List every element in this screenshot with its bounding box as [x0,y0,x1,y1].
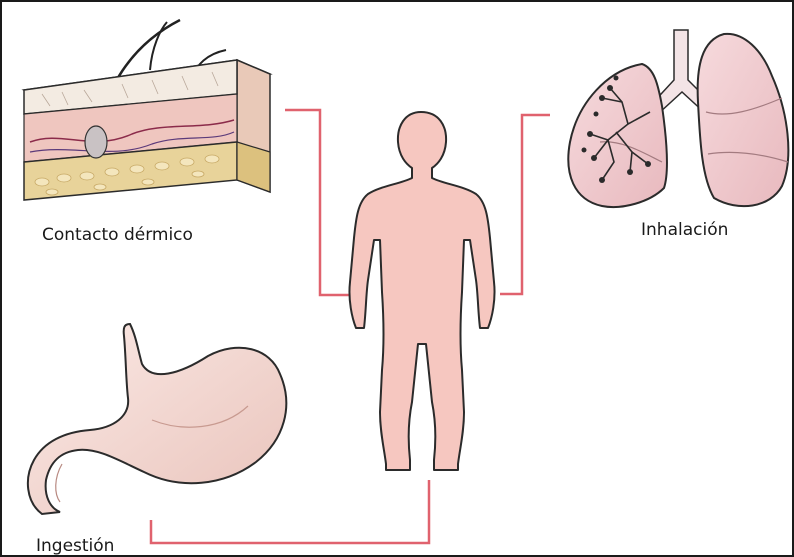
label-dermal-contact: Contacto dérmico [42,225,193,245]
human-body-icon [349,112,494,470]
connector-ingestion [151,480,429,543]
stomach-icon [28,324,286,514]
connector-dermal [285,110,354,295]
label-inhalation: Inhalación [641,220,728,240]
label-ingestion: Ingestión [36,536,114,556]
skin-cross-section-icon [24,20,270,200]
lungs-icon [568,30,788,207]
connector-inhalation [500,115,550,294]
